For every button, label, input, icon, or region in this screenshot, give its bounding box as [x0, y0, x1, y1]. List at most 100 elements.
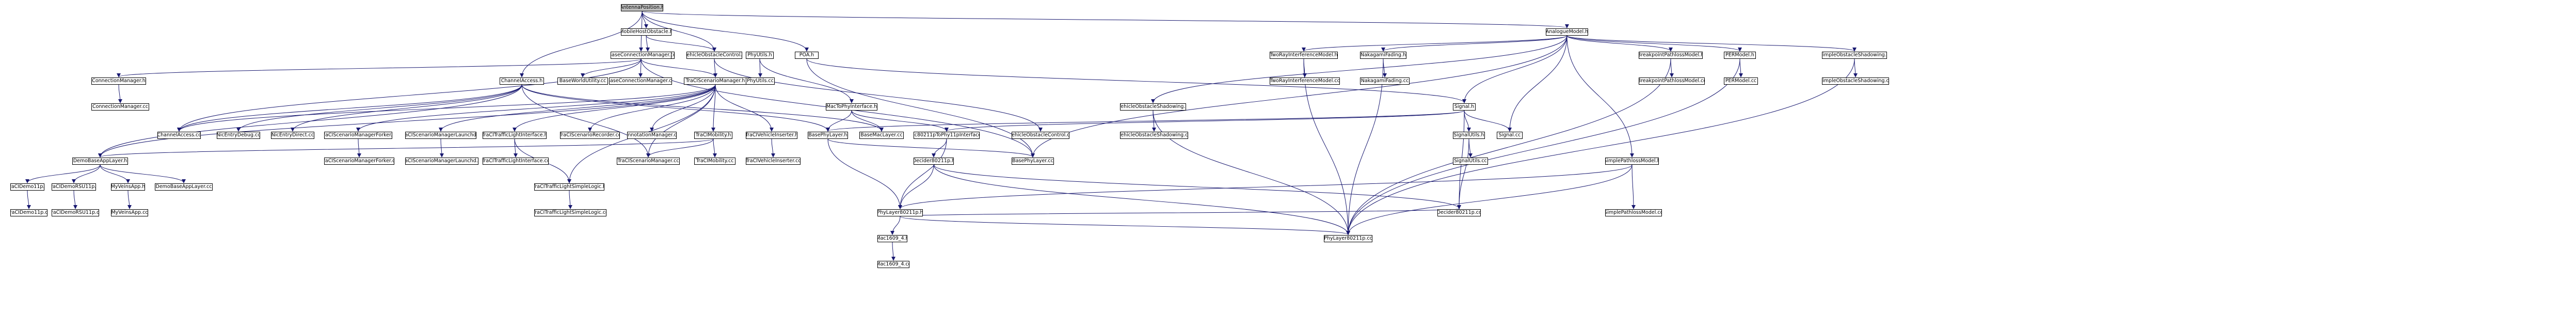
node-poa-h[interactable]: POA.h — [795, 52, 819, 59]
edge-my-veins-app-h-to-my-veins-app-cc — [127, 190, 132, 209]
node-traci-scenario-manager-launchd-h[interactable]: TraCIScenarioManagerLaunchd.h — [405, 132, 476, 139]
edge-signal-utils-h-to-decider80211p-cc — [1457, 138, 1469, 209]
edge-antenna-position-h-to-poa-h — [642, 11, 809, 52]
node-connection-manager-cc[interactable]: ConnectionManager.cc — [91, 103, 149, 111]
node-traci-scenario-manager-forker-h[interactable]: TraCIScenarioManagerForker.h — [324, 132, 392, 139]
edge-mac-to-phy-interface-h-to-base-mac-layer-cc — [851, 110, 884, 132]
edge-traci-scenario-manager-h-to-traci-vehicle-inserter-h — [715, 84, 774, 132]
node-traci-demo-rsu11p-h[interactable]: TraCIDemoRSU11p.h — [52, 183, 96, 191]
node-vehicle-obstacle-shadowing-cc[interactable]: VehicleObstacleShadowing.cc — [1120, 132, 1188, 139]
edge-traci-scenario-manager-forker-h-to-traci-scenario-manager-forker-cc — [357, 138, 361, 158]
node-traci-demo-rsu11p-cc[interactable]: TraCIDemoRSU11p.cc — [52, 209, 99, 216]
node-two-ray-interference-model-h[interactable]: TwoRayInterferenceModel.h — [1270, 52, 1338, 59]
node-signal-h[interactable]: Signal.h — [1453, 103, 1476, 111]
node-phy-layer80211p-cc[interactable]: PhyLayer80211p.cc — [1324, 235, 1372, 242]
node-demo-base-app-layer-cc[interactable]: DemoBaseAppLayer.cc — [155, 183, 213, 191]
node-nakagami-fading-h[interactable]: NakagamiFading.h — [1360, 52, 1406, 59]
node-base-connection-manager-h[interactable]: BaseConnectionManager.h — [611, 52, 671, 59]
node-phy-layer80211p-h[interactable]: PhyLayer80211p.h — [877, 209, 923, 216]
edge-mobile-host-obstacle-h-to-vehicle-obstacle-control-h — [646, 35, 716, 52]
node-phy-utils-h[interactable]: PhyUtils.h — [746, 52, 774, 59]
node-mac80211p-to-phy11p-interface-h[interactable]: Mac80211pToPhy11pInterface.h — [914, 132, 980, 139]
node-nic-entry-debug-cc[interactable]: NicEntryDebug.cc — [217, 132, 260, 139]
edge-mac-to-phy-interface-h-to-base-phy-layer-h — [826, 110, 852, 132]
node-vehicle-obstacle-shadowing-h[interactable]: VehicleObstacleShadowing.h — [1120, 103, 1186, 111]
edge-traci-scenario-manager-h-to-traci-scenario-manager-forker-h — [356, 84, 716, 132]
node-two-ray-interference-model-cc[interactable]: TwoRayInterferenceModel.cc — [1270, 77, 1340, 85]
node-traci-scenario-recorder-cc[interactable]: TraCIScenarioRecorder.cc — [560, 132, 620, 139]
edge-phy-layer80211p-h-to-decider80211p-cc — [900, 208, 1461, 217]
edge-mobile-host-obstacle-h-to-mobile-host-obstacle-cc — [645, 35, 650, 52]
node-phy-utils-cc[interactable]: PhyUtils.cc — [746, 77, 775, 85]
node-per-model-h[interactable]: PERModel.h — [1724, 52, 1756, 59]
node-traci-traffic-light-simple-logic-h[interactable]: TraCITrafficLightSimpleLogic.h — [534, 183, 604, 191]
node-traci-scenario-manager-h[interactable]: TraCIScenarioManager.h — [684, 77, 747, 85]
edge-mac80211p-to-phy11p-interface-h-to-phy-layer80211p-h — [898, 138, 947, 209]
node-traci-mobility-h[interactable]: TraCIMobility.h — [694, 132, 732, 139]
node-traci-vehicle-inserter-cc[interactable]: TraCIVehicleInserter.cc — [746, 158, 801, 165]
node-traci-mobility-cc[interactable]: TraCIMobility.cc — [694, 158, 735, 165]
edge-simple-pathloss-model-h-to-simple-pathloss-model-cc — [1631, 164, 1636, 209]
node-decider80211p-h[interactable]: Decider80211p.h — [914, 158, 954, 165]
node-antenna-position-h[interactable]: AntennaPosition.h — [621, 4, 663, 11]
node-mac1609-4-cc[interactable]: Mac1609_4.cc — [877, 261, 909, 268]
node-base-phy-layer-h[interactable]: BasePhyLayer.h — [808, 132, 848, 139]
node-nakagami-fading-cc[interactable]: NakagamiFading.cc — [1360, 77, 1410, 85]
edge-antenna-position-h-to-vehicle-obstacle-control-h — [642, 11, 716, 52]
node-annotation-manager-cc[interactable]: AnnotationManager.cc — [627, 132, 677, 139]
node-traci-scenario-manager-launchd-cc[interactable]: TraCIScenarioManagerLaunchd.cc — [405, 158, 478, 165]
node-base-phy-layer-cc[interactable]: BasePhyLayer.cc — [1012, 158, 1054, 165]
node-breakpoint-pathloss-model-cc[interactable]: BreakpointPathlossModel.cc — [1639, 77, 1705, 85]
node-traci-traffic-light-interface-cc[interactable]: TraCITrafficLightInterface.cc — [483, 158, 549, 165]
edge-analogue-model-h-to-simple-obstacle-shadowing-h — [1566, 35, 1857, 52]
edge-analogue-model-h-to-per-model-h — [1566, 35, 1742, 52]
edge-base-connection-manager-h-to-connection-manager-h — [117, 58, 642, 77]
edge-mac-to-phy-interface-h-to-mac80211p-to-phy11p-interface-h — [851, 110, 949, 132]
node-demo-base-app-layer-h[interactable]: DemoBaseAppLayer.h — [72, 158, 128, 165]
node-base-connection-manager-cc[interactable]: BaseConnectionManager.cc — [609, 77, 672, 85]
node-signal-cc[interactable]: Signal.cc — [1497, 132, 1523, 139]
node-nic-entry-direct-cc[interactable]: NicEntryDirect.cc — [271, 132, 314, 139]
node-simple-obstacle-shadowing-h[interactable]: SimpleObstacleShadowing.h — [1822, 52, 1887, 59]
node-signal-utils-h[interactable]: SignalUtils.h — [1453, 132, 1485, 139]
node-connection-manager-h[interactable]: ConnectionManager.h — [91, 77, 146, 85]
node-analogue-model-h[interactable]: AnalogueModel.h — [1546, 28, 1588, 36]
edge-traci-mobility-h-to-demo-base-app-layer-h — [98, 138, 714, 158]
node-my-veins-app-h[interactable]: MyVeinsApp.h — [111, 183, 145, 191]
edge-traci-vehicle-inserter-h-to-traci-vehicle-inserter-cc — [771, 138, 775, 158]
node-channel-access-h[interactable]: ChannelAccess.h — [500, 77, 544, 85]
node-breakpoint-pathloss-model-h[interactable]: BreakpointPathlossModel.h — [1639, 52, 1703, 59]
edge-poa-h-to-base-phy-layer-cc — [806, 58, 1035, 158]
node-traci-demo11p-cc[interactable]: TraCIDemo11p.cc — [10, 209, 47, 216]
node-decider80211p-cc[interactable]: Decider80211p.cc — [1437, 209, 1481, 216]
edge-per-model-h-to-phy-layer80211p-cc — [1346, 58, 1740, 235]
node-simple-pathloss-model-cc[interactable]: SimplePathlossModel.cc — [1605, 209, 1662, 216]
node-vehicle-obstacle-control-h[interactable]: VehicleObstacleControl.h — [686, 52, 742, 59]
edge-analogue-model-h-to-two-ray-interference-model-h — [1302, 35, 1567, 52]
node-base-world-utility-cc[interactable]: BaseWorldUtility.cc — [557, 77, 608, 85]
node-mac1609-4-h[interactable]: Mac1609_4.h — [877, 235, 907, 242]
edge-phy-utils-h-to-mac-to-phy-interface-h — [759, 58, 854, 103]
edge-poa-h-to-signal-h — [806, 58, 1466, 103]
node-mobile-host-obstacle-h[interactable]: MobileHostObstacle.h — [621, 28, 671, 36]
edge-demo-base-app-layer-h-to-demo-base-app-layer-cc — [100, 164, 186, 183]
edge-traci-scenario-manager-launchd-h-to-traci-scenario-manager-launchd-cc — [439, 138, 444, 158]
node-signal-utils-cc[interactable]: SignalUtils.cc — [1453, 158, 1488, 165]
edge-decider80211p-h-to-decider80211p-cc — [933, 164, 1461, 209]
node-traci-demo11p-h[interactable]: TraCIDemo11p.h — [10, 183, 44, 191]
node-traci-vehicle-inserter-h[interactable]: TraCIVehicleInserter.h — [746, 132, 797, 139]
node-simple-pathloss-model-h[interactable]: SimplePathlossModel.h — [1605, 158, 1659, 165]
node-mac-to-phy-interface-h[interactable]: MacToPhyInterface.h — [826, 103, 877, 111]
edge-traci-traffic-light-simple-logic-h-to-traci-traffic-light-simple-logic-cc — [568, 190, 572, 209]
node-my-veins-app-cc[interactable]: MyVeinsApp.cc — [111, 209, 148, 216]
node-per-model-cc[interactable]: PERModel.cc — [1724, 77, 1758, 85]
node-traci-scenario-manager-cc[interactable]: TraCIScenarioManager.cc — [617, 158, 680, 165]
node-base-mac-layer-cc[interactable]: BaseMacLayer.cc — [859, 132, 904, 139]
node-vehicle-obstacle-control-cc[interactable]: VehicleObstacleControl.cc — [1012, 132, 1069, 139]
node-traci-scenario-manager-forker-cc[interactable]: TraCIScenarioManagerForker.cc — [324, 158, 394, 165]
node-simple-obstacle-shadowing-cc[interactable]: SimpleObstacleShadowing.cc — [1822, 77, 1889, 85]
node-channel-access-cc[interactable]: ChannelAccess.cc — [157, 132, 201, 139]
edge-traci-scenario-manager-h-to-traci-traffic-light-interface-h — [513, 84, 716, 132]
node-traci-traffic-light-interface-h[interactable]: TraCITrafficLightInterface.h — [483, 132, 547, 139]
node-traci-traffic-light-simple-logic-cc[interactable]: TraCITrafficLightSimpleLogic.cc — [534, 209, 606, 216]
